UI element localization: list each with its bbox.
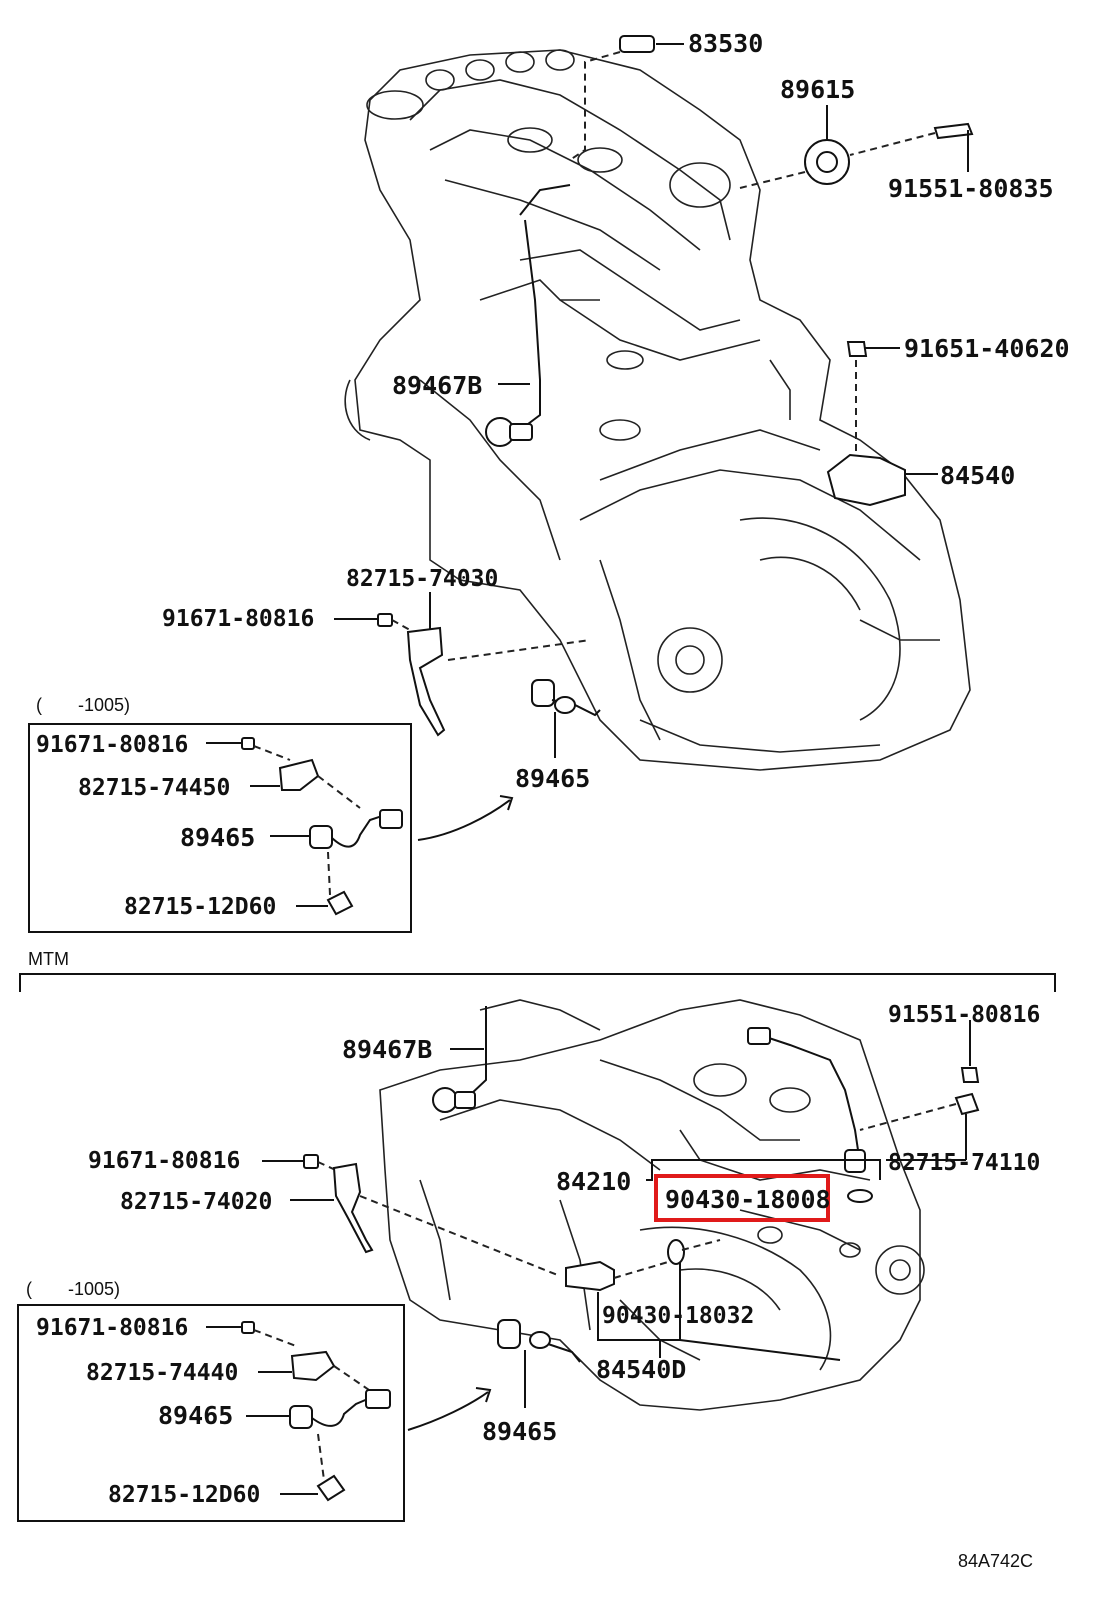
upper-inset: ( -1005) 91671-80816 82715-74450 89465 8… [28, 695, 412, 933]
upper-engine-drawing [344, 49, 971, 771]
label-91671-80816: 91671-80816 [162, 606, 314, 632]
label-91671-80816-lower: 91671-80816 [88, 1148, 240, 1174]
label-91551-80816: 91551-80816 [888, 1002, 1040, 1028]
upper-parts [334, 35, 974, 841]
label-89615: 89615 [780, 75, 855, 104]
inset-label-89465-lower: 89465 [158, 1401, 233, 1430]
upper-labels: 83530 89615 91551-80835 91651-40620 8946… [162, 29, 1070, 793]
section-divider: MTM [19, 949, 1056, 992]
lower-parts [262, 1006, 980, 1431]
inset-label-82715-74450: 82715-74450 [78, 775, 230, 801]
label-89465-lower: 89465 [482, 1417, 557, 1446]
inset-label-82715-74440: 82715-74440 [86, 1360, 238, 1386]
label-82715-74020: 82715-74020 [120, 1189, 272, 1215]
label-89465: 89465 [515, 764, 590, 793]
label-84540D: 84540D [596, 1355, 686, 1384]
inset-label-82715-12D60: 82715-12D60 [124, 894, 276, 920]
label-84210: 84210 [556, 1167, 631, 1196]
inset-label-82715-12D60-lower: 82715-12D60 [108, 1482, 260, 1508]
label-82715-74030: 82715-74030 [346, 566, 498, 592]
lower-labels: 91551-80816 89467B 91671-80816 82715-740… [88, 1002, 1040, 1446]
section-label-mtm: MTM [28, 949, 69, 969]
inset-note: ( -1005) [36, 695, 130, 715]
inset-label-91671-80816: 91671-80816 [36, 732, 188, 758]
inset-note-lower: ( -1005) [26, 1279, 120, 1299]
label-91551-80835: 91551-80835 [888, 174, 1054, 203]
label-82715-74110: 82715-74110 [888, 1150, 1040, 1176]
label-84540: 84540 [940, 461, 1015, 490]
diagram-code: 84A742C [958, 1551, 1033, 1571]
label-91651-40620: 91651-40620 [904, 334, 1070, 363]
label-89467B: 89467B [392, 371, 482, 400]
label-83530: 83530 [688, 29, 763, 58]
label-90430-18032: 90430-18032 [602, 1303, 754, 1329]
inset-label-89465: 89465 [180, 823, 255, 852]
lower-transmission-drawing [379, 999, 925, 1411]
lower-inset: ( -1005) 91671-80816 82715-74440 89465 8… [17, 1279, 405, 1522]
label-90430-18008: 90430-18008 [665, 1185, 831, 1214]
label-89467B-lower: 89467B [342, 1035, 432, 1064]
inset-label-91671-80816-lower: 91671-80816 [36, 1315, 188, 1341]
highlight-box [654, 1174, 830, 1222]
